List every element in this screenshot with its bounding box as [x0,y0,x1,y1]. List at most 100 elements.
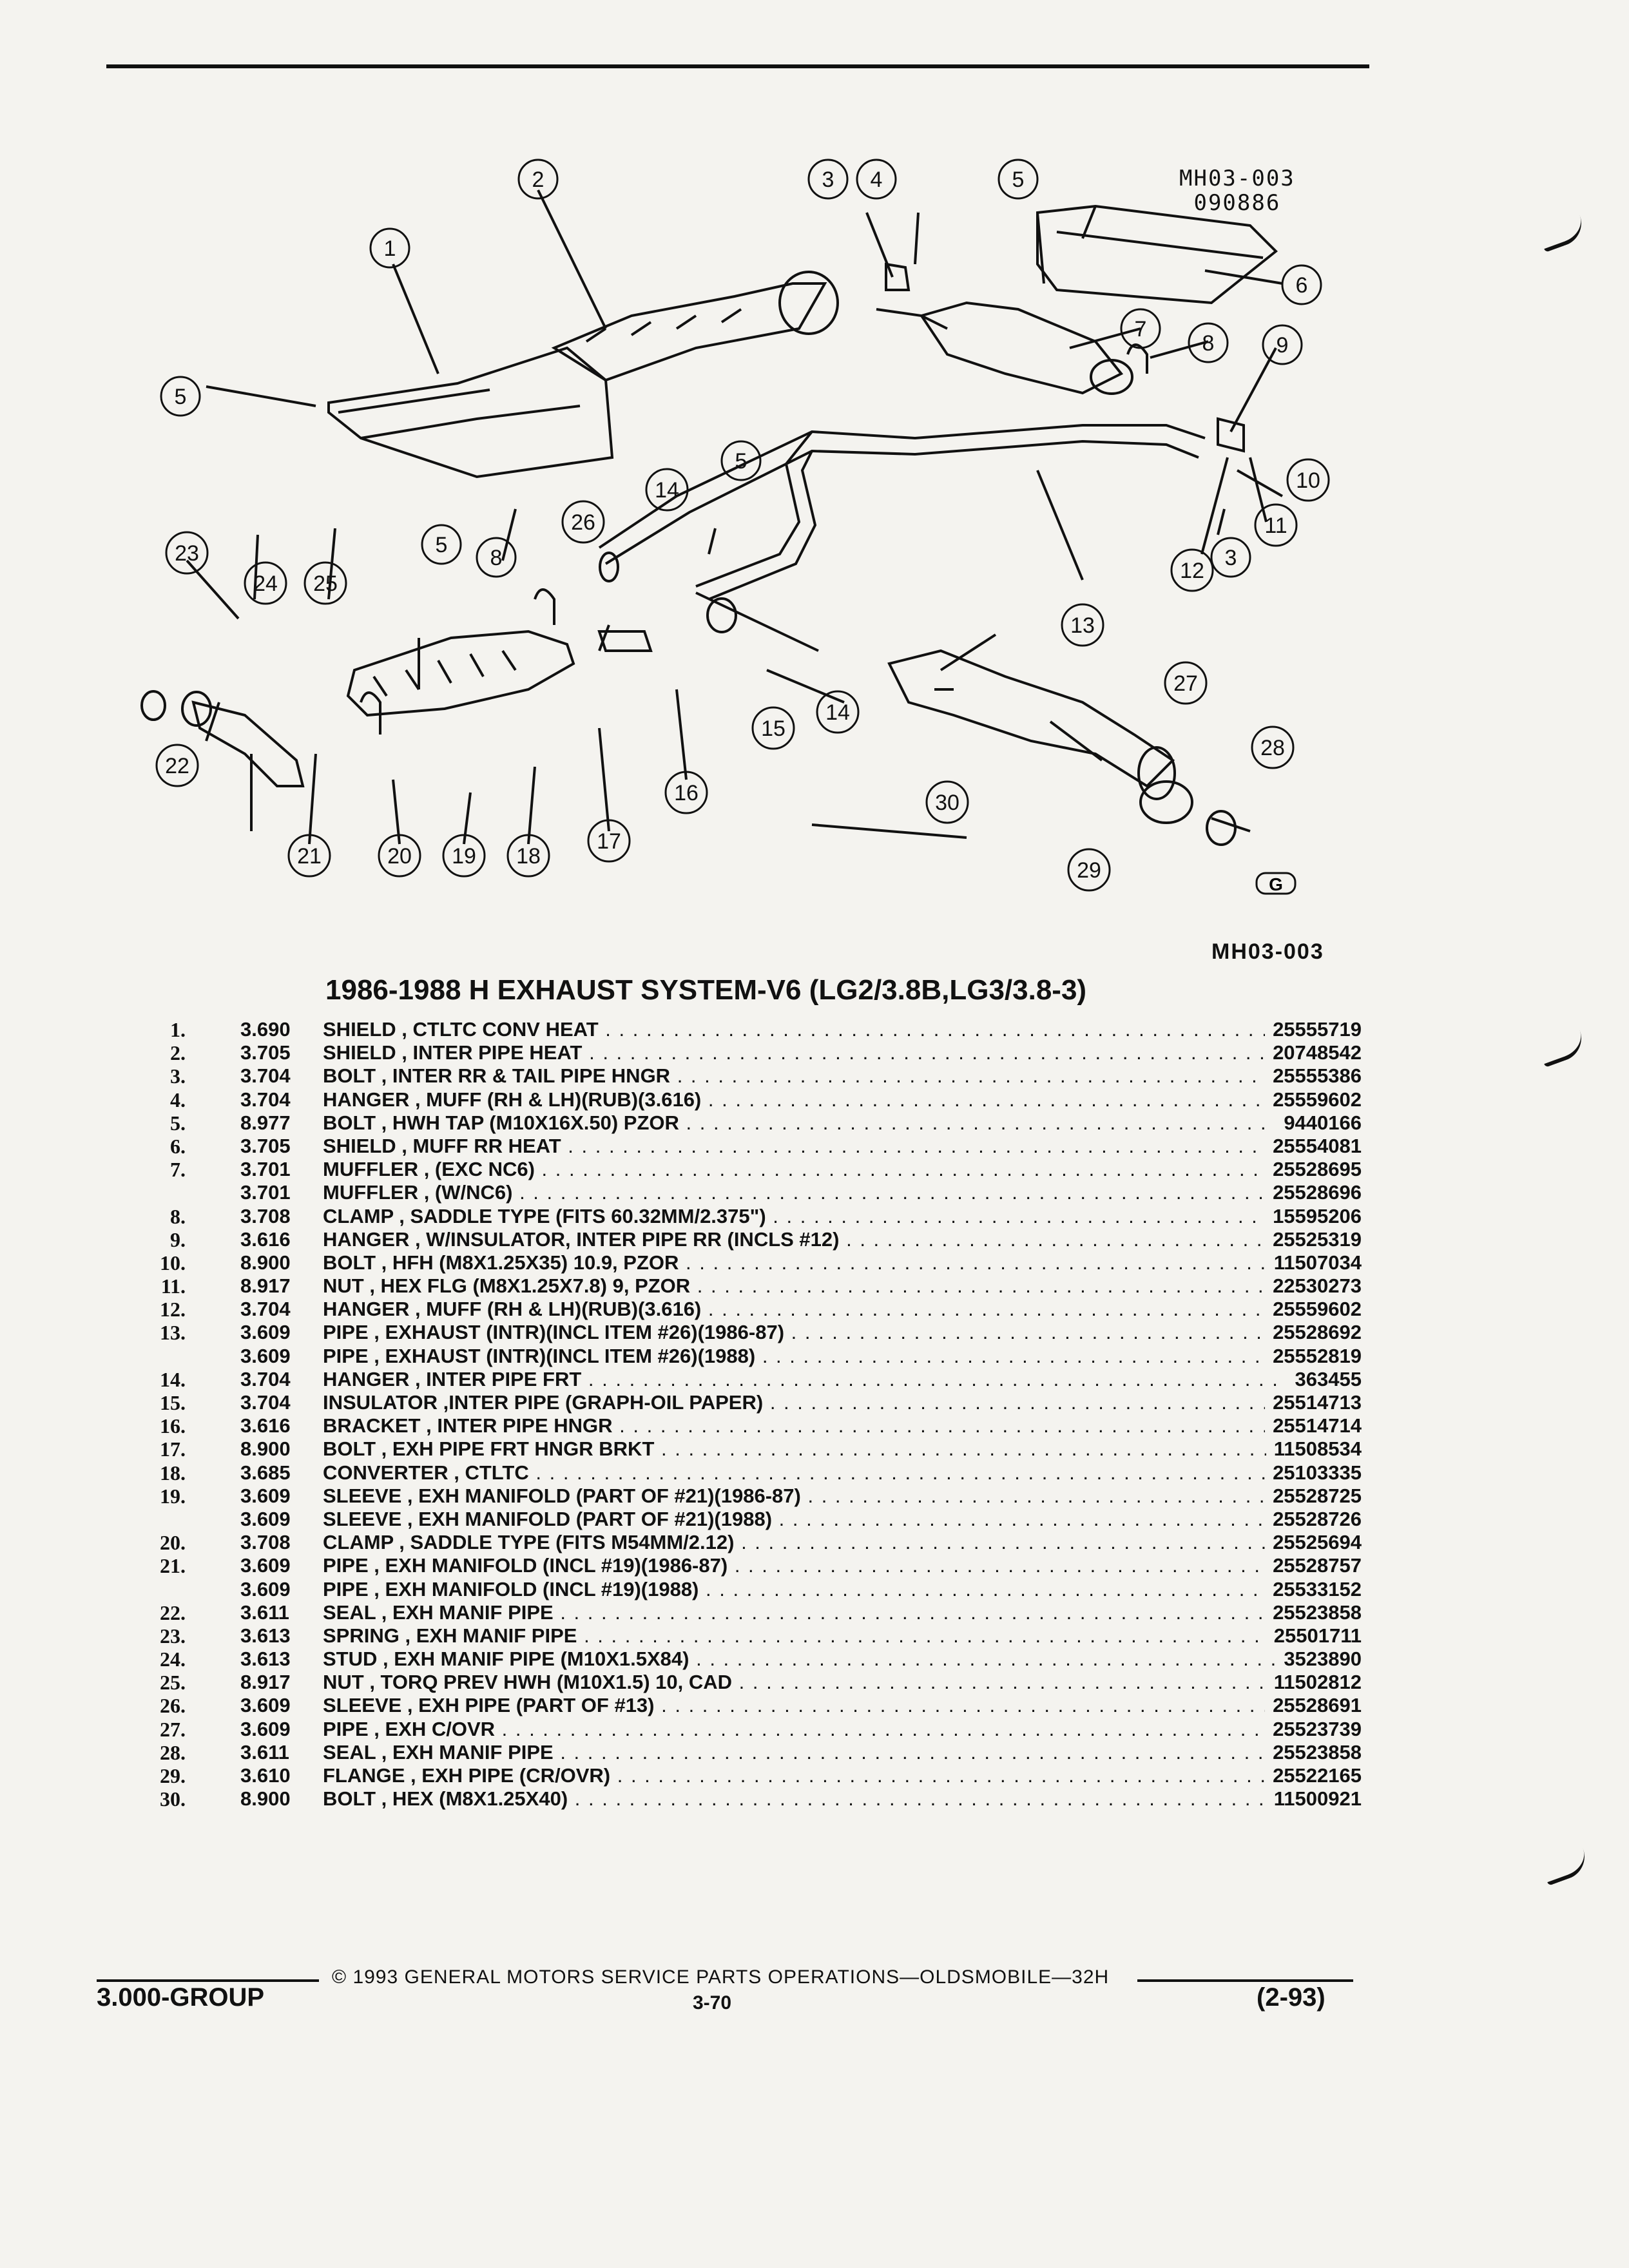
parts-row-part-number: 15595206 [1265,1204,1362,1228]
parts-row-number: 3. [170,1064,186,1088]
inter-pipe-heat-shield-part [551,282,827,382]
svg-text:12: 12 [1180,559,1204,583]
footer-page-number: 3-70 [693,1992,732,2013]
parts-row-description: SLEEVE , EXH PIPE (PART OF #13) [323,1694,1335,1717]
parts-row-part-number: 25554081 [1265,1134,1362,1158]
svg-text:27: 27 [1173,671,1198,696]
parts-row-description: NUT , HEX FLG (M8X1.25X7.8) 9, PZOR [323,1274,1335,1298]
svg-text:3: 3 [1225,546,1237,570]
parts-row-group: 3.704 [240,1088,291,1111]
callout-19: 19 [442,834,486,878]
parts-row-part-number: 25523858 [1265,1600,1362,1624]
flange-part [1139,780,1193,824]
parts-row-group: 8.900 [240,1251,291,1274]
parts-row-number: 4. [170,1088,186,1111]
parts-row-description: HANGER , MUFF (RH & LH)(RUB)(3.616) [323,1298,1335,1321]
callout-29: 29 [1067,848,1111,892]
parts-row-description: SHIELD , MUFF RR HEAT [323,1135,1335,1158]
parts-row-number: 26. [160,1694,186,1718]
footer-rule-right [1137,1979,1353,1982]
callout-25: 25 [304,561,347,605]
parts-row-part-number: 25514714 [1265,1414,1362,1438]
parts-row-part-number: 25528696 [1265,1181,1362,1205]
callout-1: 1 [369,227,410,269]
svg-text:14: 14 [825,700,850,725]
diagram-code-bottom: MH03-003 [1211,939,1324,964]
svg-text:5: 5 [1012,168,1025,192]
svg-text:11: 11 [1264,514,1287,538]
manifold-pipe-part [191,700,305,787]
parts-row-number: 23. [160,1624,186,1648]
parts-row-number: 18. [160,1461,186,1485]
parts-row-description: CONVERTER , CTLTC [323,1461,1335,1485]
parts-row-description: MUFFLER , (W/NC6) [323,1181,1335,1204]
parts-row-number: 13. [160,1321,186,1345]
svg-text:24: 24 [253,572,278,596]
callout-5a: 5 [998,159,1039,200]
parts-row-number: 15. [160,1391,186,1414]
parts-row-description: MUFFLER , (EXC NC6) [323,1158,1335,1181]
parts-row: 7. 3.701 MUFFLER , (EXC NC6)25528695 [147,1158,1371,1182]
parts-row-group: 3.704 [240,1367,291,1390]
margin-mark [1537,1030,1588,1068]
callout-7: 7 [1120,308,1161,349]
parts-row-group: 3.690 [240,1018,291,1041]
parts-row-part-number: 25528695 [1265,1158,1362,1182]
parts-row-group: 3.609 [240,1717,291,1740]
parts-row-number: 7. [170,1158,186,1182]
parts-row-description: HANGER , MUFF (RH & LH)(RUB)(3.616) [323,1088,1335,1111]
callout-28: 28 [1251,726,1295,769]
parts-row-part-number: 25523739 [1265,1717,1362,1741]
parts-row-group: 3.701 [240,1158,291,1181]
parts-row-number: 6. [170,1134,186,1158]
clamp-part [534,588,555,625]
svg-text:6: 6 [1296,273,1308,298]
margin-mark [1537,215,1588,253]
parts-row-group: 3.704 [240,1298,291,1321]
svg-text:30: 30 [935,791,959,815]
svg-text:7: 7 [1135,317,1147,341]
svg-text:13: 13 [1070,613,1095,638]
parts-row-group: 3.609 [240,1507,291,1530]
callout-5b: 5 [160,376,201,417]
parts-row-description: HANGER , W/INSULATOR, INTER PIPE RR (INC… [323,1228,1335,1251]
parts-row-part-number: 20748542 [1265,1041,1362,1065]
parts-row-group: 3.708 [240,1204,291,1227]
parts-row-group: 3.609 [240,1694,291,1717]
footer-copyright: © 1993 GENERAL MOTORS SERVICE PARTS OPER… [332,1966,1110,1988]
parts-row-description: BOLT , HWH TAP (M10X16X.50) PZOR [323,1111,1335,1135]
parts-row-group: 3.701 [240,1181,291,1204]
parts-row-number: 27. [160,1717,186,1741]
parts-row-part-number: 11507034 [1266,1251,1362,1274]
svg-text:19: 19 [452,844,476,869]
parts-row-description: BOLT , HEX (M8X1.25X40) [323,1787,1335,1811]
parts-row-part-number: 363455 [1287,1367,1362,1391]
parts-row: 4. 3.704 HANGER , MUFF (RH & LH)(RUB)(3.61… [147,1088,1371,1111]
parts-row-number: 19. [160,1484,186,1508]
parts-row-description: PIPE , EXHAUST (INTR)(INCL ITEM #26)(198… [323,1321,1335,1344]
parts-row-part-number: 25525694 [1265,1531,1362,1555]
svg-text:29: 29 [1077,858,1101,883]
parts-row-part-number: 25528691 [1265,1694,1362,1718]
parts-row-description: HANGER , INTER PIPE FRT [323,1368,1335,1391]
parts-row-description: SEAL , EXH MANIF PIPE [323,1741,1335,1764]
callout-22: 22 [155,744,199,787]
parts-row-number: 2. [170,1041,186,1065]
callout-20: 20 [378,834,421,878]
parts-row-description: SHIELD , INTER PIPE HEAT [323,1041,1335,1064]
callout-21: 21 [287,834,331,878]
footer-group: 3.000-GROUP [97,1983,265,2012]
parts-row-group: 8.900 [240,1437,291,1461]
